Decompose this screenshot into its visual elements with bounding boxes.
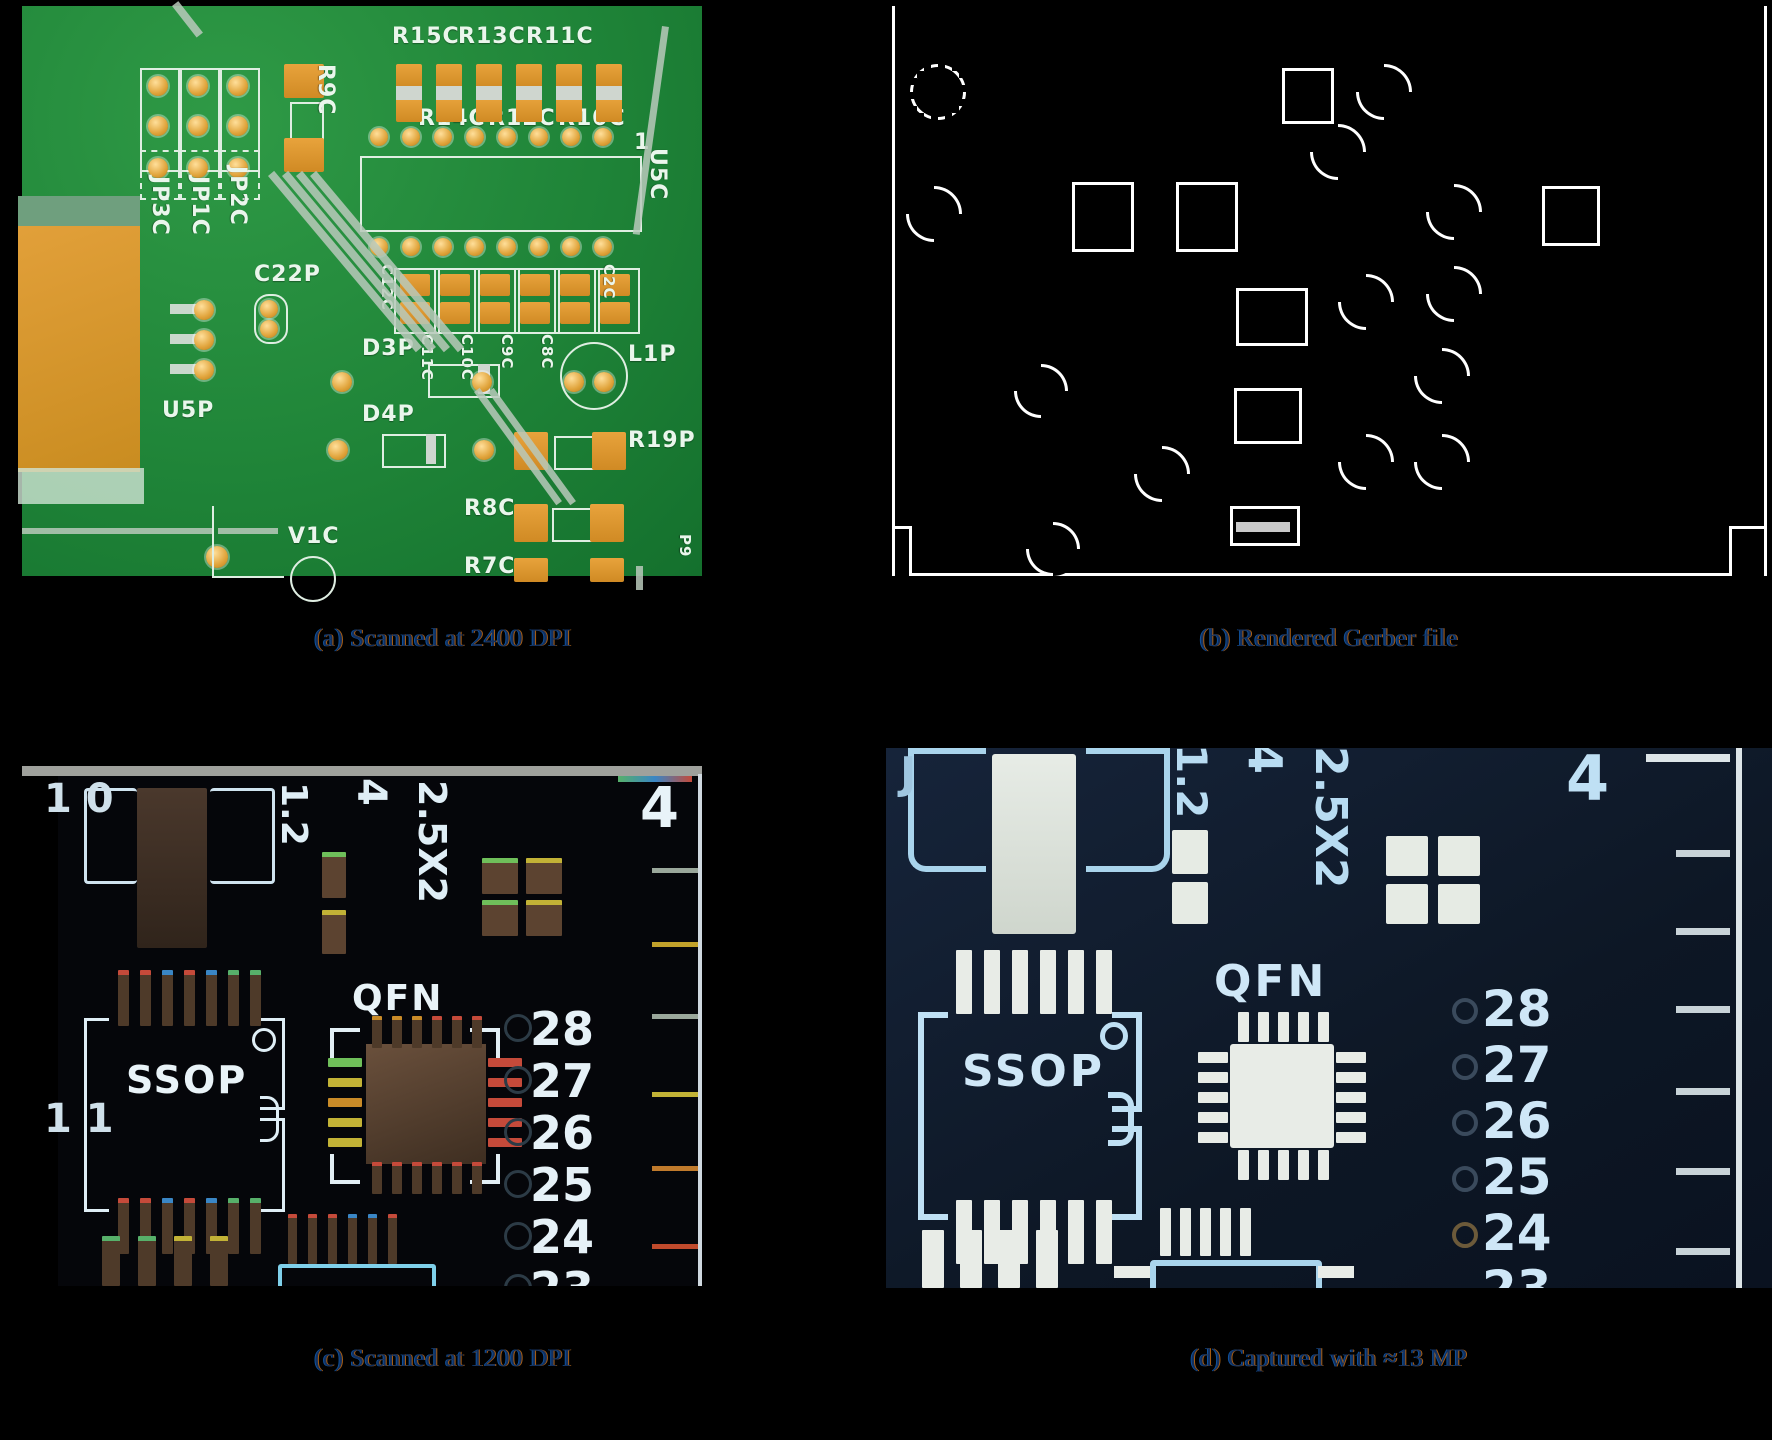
silk-label-d4p: D4P <box>362 402 415 427</box>
gerber-round-pad <box>906 186 962 242</box>
panel-a-image: JP3C JP1C JP2C R9C R15C R13C R11C R14C R… <box>18 1 702 602</box>
gerber-round-pad <box>1426 266 1482 322</box>
panel-b-caption: (b) Rendered Gerber file <box>1199 625 1459 652</box>
panel-b-rendered-gerber: (b) Rendered Gerber file <box>886 0 1772 720</box>
gerber-rect-pad <box>1176 182 1238 252</box>
silk-label-l1p: L1P <box>628 342 677 367</box>
panel-d-ruler-24: 24 <box>1482 1204 1552 1262</box>
panel-d-label-qfn: QFN <box>1214 956 1328 1007</box>
silk-label-jp3c: JP3C <box>147 176 172 236</box>
panel-c-label-ssop: SSOP <box>126 1058 248 1102</box>
silk-label-r15c: R15C <box>392 24 460 49</box>
panel-c-ruler-24: 24 <box>530 1210 595 1264</box>
panel-c-label-4b: 4 <box>640 776 679 841</box>
gerber-round-pad <box>1414 434 1470 490</box>
panel-d-label-2-5x2: 2.5X2 <box>1305 748 1356 889</box>
silk-label-edge-a: P9 <box>676 534 694 558</box>
gerber-round-pad <box>1134 446 1190 502</box>
panel-d-caption: (d) Captured with ≈13 MP <box>1190 1345 1468 1372</box>
panel-c-caption: (c) Scanned at 1200 DPI <box>314 1345 572 1372</box>
silk-label-u5p: U5P <box>162 398 215 423</box>
gerber-round-pad <box>1014 364 1068 418</box>
silk-label-c9c: C9C <box>498 334 516 370</box>
gerber-rect-pad <box>1542 186 1600 246</box>
panel-d-ruler-26: 26 <box>1482 1092 1552 1150</box>
gerber-round-pad <box>1338 274 1394 330</box>
silk-label-c22p: C22P <box>254 262 321 287</box>
panel-a-caption: (a) Scanned at 2400 DPI <box>314 625 572 652</box>
panel-d-label-edge: J <box>900 748 917 799</box>
gerber-rect-pad <box>1072 182 1134 252</box>
panel-d-label-4b: 4 <box>1566 748 1610 815</box>
panel-d-label-ssop: SSOP <box>962 1046 1106 1097</box>
panel-d-label-4a: 4 <box>1238 748 1292 775</box>
gerber-round-pad <box>1414 348 1470 404</box>
gerber-round-pad <box>1338 434 1394 490</box>
panel-c-label-edge2: 1 1 <box>44 1096 114 1142</box>
silk-label-r9c: R9C <box>313 64 338 116</box>
gerber-round-pad <box>1310 124 1366 180</box>
panel-c-ruler-23: 23 <box>530 1262 594 1286</box>
panel-c-ruler-28: 28 <box>530 1002 595 1056</box>
panel-d-ruler-27: 27 <box>1482 1036 1552 1094</box>
panel-d-label-1-2: 1.2 <box>1167 748 1216 819</box>
panel-a-scanned-2400dpi: JP3C JP1C JP2C R9C R15C R13C R11C R14C R… <box>0 0 886 720</box>
gerber-round-pad <box>1356 64 1412 120</box>
gerber-rect-pad <box>1234 388 1302 444</box>
gerber-round-pad <box>1026 522 1080 576</box>
panel-c-label-qfn: QFN <box>352 978 444 1019</box>
panel-b-image <box>886 6 1772 576</box>
panel-c-scanned-1200dpi: 1.2 4 2.5X2 4 1 0 1 1 SSOP <box>0 720 886 1440</box>
panel-c-label-edge: 1 0 <box>44 776 114 822</box>
silk-label-v1c: V1C <box>288 524 340 549</box>
silk-label-r19p: R19P <box>628 428 696 453</box>
panel-d-ruler-28: 28 <box>1482 980 1552 1038</box>
gerber-round-pad <box>1426 184 1482 240</box>
panel-c-image: 1.2 4 2.5X2 4 1 0 1 1 SSOP <box>22 766 702 1286</box>
silk-label-jp2c: JP2C <box>225 166 250 226</box>
panel-c-ruler-27: 27 <box>530 1054 595 1108</box>
silk-label-c2c: C2C <box>600 264 618 300</box>
gerber-round-pad <box>910 64 966 120</box>
silk-label-r11c: R11C <box>526 24 594 49</box>
silk-label-r13c: R13C <box>458 24 526 49</box>
silk-label-jp1c: JP1C <box>187 176 212 236</box>
panel-c-label-2-5x2: 2.5X2 <box>410 780 454 904</box>
panel-c-label-4a: 4 <box>348 778 394 806</box>
silk-label-r7c: R7C <box>464 554 516 579</box>
panel-c-label-1-2: 1.2 <box>273 782 314 846</box>
panel-d-image: 1.2 4 2.5X2 4 J SSOP <box>886 748 1772 1288</box>
silk-label-c8c: C8C <box>538 334 556 370</box>
gerber-rect-pad <box>1236 288 1308 346</box>
panel-d-ruler-25: 25 <box>1482 1148 1552 1206</box>
panel-c-ruler-25: 25 <box>530 1158 595 1212</box>
panel-c-ruler-26: 26 <box>530 1106 595 1160</box>
silk-label-r8c: R8C <box>464 496 516 521</box>
panel-d-ruler-23: 23 <box>1482 1260 1552 1288</box>
gerber-rect-pad <box>1282 68 1334 124</box>
panel-d-captured-13mp: 1.2 4 2.5X2 4 J SSOP <box>886 720 1772 1440</box>
